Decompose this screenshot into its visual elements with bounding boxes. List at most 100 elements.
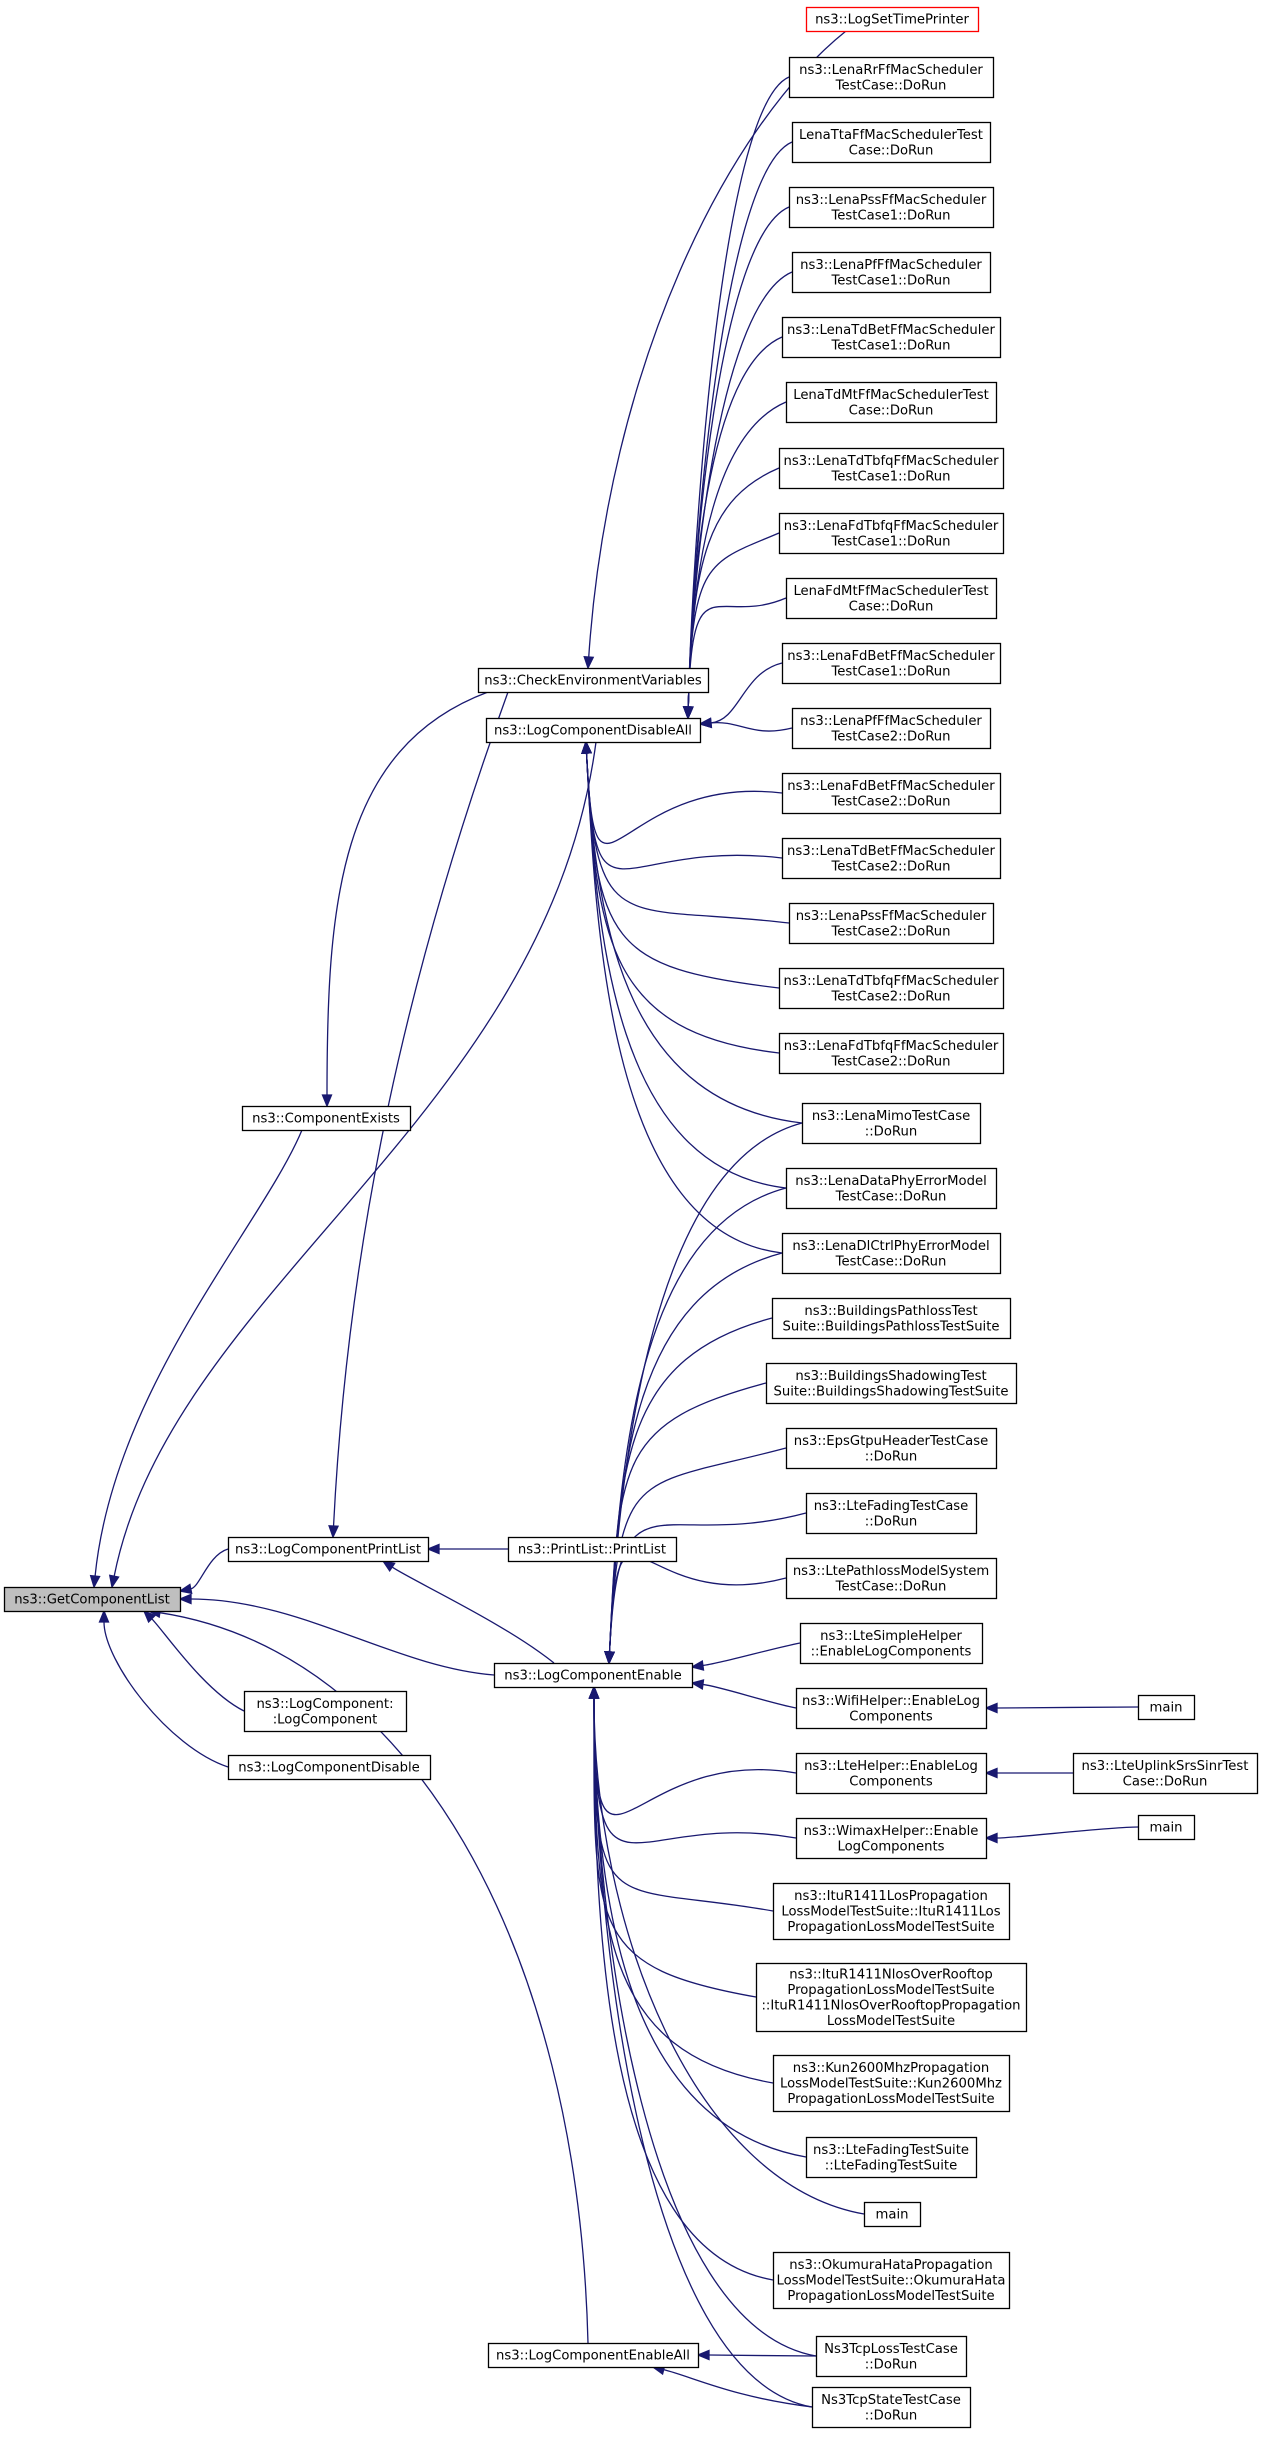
node-label-line: PropagationLossModelTestSuite [787,1983,994,1998]
node-box [781,837,1002,880]
node-label-line: LossModelTestSuite::Kun2600Mhz [780,2077,1002,2092]
node-lena-fd-bet-ff-mac-scheduler-test-case2-do-run[interactable]: ns3::LenaFdBetFfMacSchedulerTestCase2::D… [781,772,1002,815]
node-log-component-enable[interactable]: ns3::LogComponentEnable [493,1662,694,1689]
node-label-line: ns3::LtePathlossModelSystem [793,1564,989,1579]
node-lena-pss-ff-mac-scheduler-test-case1-do-run[interactable]: ns3::LenaPssFfMacSchedulerTestCase1::DoR… [788,186,995,229]
edge-lcpl-to-gcl [178,1548,229,1595]
node-lena-td-bet-ff-mac-scheduler-test-case2-do-run[interactable]: ns3::LenaTdBetFfMacSchedulerTestCase2::D… [781,837,1002,880]
node-label-line: ns3::LogComponentPrintList [235,1543,421,1558]
arrowhead [178,1583,193,1595]
node-log-component-enable-all[interactable]: ns3::LogComponentEnableAll [487,2342,700,2369]
node-itu-r1411-los-propagation-loss-model-test-suite-itu-r1411-los-propagation-loss-model-test-suite[interactable]: ns3::ItuR1411LosPropagationLossModelTest… [772,1882,1011,1941]
node-wifi-helper-enable-log-components[interactable]: ns3::WifiHelper::EnableLogComponents [795,1687,988,1730]
node-label-line: TestCase::DoRun [835,1189,947,1204]
edge-curve [585,752,803,1124]
node-lena-pf-ff-mac-scheduler-test-case1-do-run[interactable]: ns3::LenaPfFfMacSchedulerTestCase1::DoRu… [791,251,992,294]
edge-n21-to-lce [604,1382,767,1665]
node-itu-r1411-nlos-over-rooftop-propagation-loss-model-test-suite-itu-r1411-nlos-over-rooftop-propagation-loss-model-test-suite[interactable]: ns3::ItuR1411NlosOverRooftopPropagationL… [755,1962,1028,2033]
node-wimax-helper-enable-log-components[interactable]: ns3::WimaxHelper::EnableLogComponents [795,1817,988,1860]
node-label-line: ns3::LenaFdTbfqFfMacScheduler [784,519,999,534]
node-lena-pf-ff-mac-scheduler-test-case2-do-run[interactable]: ns3::LenaPfFfMacSchedulerTestCase2::DoRu… [791,707,992,750]
node-label-line: ns3::ItuR1411NlosOverRooftop [789,1967,993,1982]
node-log-component-disable[interactable]: ns3::LogComponentDisable [227,1754,432,1781]
node-lte-fading-test-case-do-run[interactable]: ns3::LteFadingTestCase::DoRun [805,1492,978,1535]
node-lte-helper-enable-log-components[interactable]: ns3::LteHelper::EnableLogComponents [795,1752,988,1795]
node-lena-td-tbfq-ff-mac-scheduler-test-case1-do-run[interactable]: ns3::LenaTdTbfqFfMacSchedulerTestCase1::… [778,447,1005,490]
node-box [811,2386,972,2429]
node-label-line: TestCase1::DoRun [830,273,950,288]
node-box [771,1297,1012,1340]
edge-curve [391,1566,555,1664]
node-label-line: TestCase::DoRun [835,1579,947,1594]
node-box [487,2342,700,2369]
node-label-line: ns3::OkumuraHataPropagation [789,2258,993,2273]
node-lena-pss-ff-mac-scheduler-test-case2-do-run[interactable]: ns3::LenaPssFfMacSchedulerTestCase2::DoR… [788,902,995,945]
node-label-line: Components [849,1709,933,1724]
node-box [241,1105,412,1132]
node-label-line: Ns3TcpStateTestCase [821,2393,961,2408]
node-log-component-log-component[interactable]: ns3::LogComponent::LogComponent [243,1690,408,1733]
node-ns3-tcp-state-test-case-do-run[interactable]: Ns3TcpStateTestCase::DoRun [811,2386,972,2429]
node-buildings-shadowing-test-suite-buildings-shadowing-test-suite[interactable]: ns3::BuildingsShadowingTestSuite::Buildi… [765,1362,1018,1405]
node-label-line: ns3::LogSetTimePrinter [815,13,969,28]
arrowhead [984,1702,998,1714]
node-box [1072,1752,1259,1795]
edge-curve [710,721,793,732]
node-label-line: ns3::LenaPfFfMacScheduler [800,258,982,273]
node-main[interactable]: main [1137,1694,1196,1721]
node-label-line: TestCase2::DoRun [830,859,950,874]
edge-curve [608,1252,783,1653]
node-lena-td-tbfq-ff-mac-scheduler-test-case2-do-run[interactable]: ns3::LenaTdTbfqFfMacSchedulerTestCase2::… [778,967,1005,1010]
node-eps-gtpu-header-test-case-do-run[interactable]: ns3::EpsGtpuHeaderTestCase::DoRun [785,1427,998,1470]
node-component-exists[interactable]: ns3::ComponentExists [241,1105,412,1132]
node-log-component-print-list[interactable]: ns3::LogComponentPrintList [227,1536,430,1563]
node-lena-data-phy-error-model-test-case-do-run[interactable]: ns3::LenaDataPhyErrorModelTestCase::DoRu… [785,1167,998,1210]
node-label-line: ns3::CheckEnvironmentVariables [484,674,702,689]
node-box [781,642,1002,685]
node-main[interactable]: main [1137,1814,1196,1841]
node-label-line: ns3::LenaTdBetFfMacScheduler [787,323,995,338]
node-box [801,1102,982,1145]
node-lena-fd-tbfq-ff-mac-scheduler-test-case1-do-run[interactable]: ns3::LenaFdTbfqFfMacSchedulerTestCase1::… [778,512,1005,555]
node-box [795,1817,988,1860]
node-check-environment-variables[interactable]: ns3::CheckEnvironmentVariables [477,667,710,694]
node-lena-fd-bet-ff-mac-scheduler-test-case1-do-run[interactable]: ns3::LenaFdBetFfMacSchedulerTestCase1::D… [781,642,1002,685]
node-label-line: ns3::BuildingsShadowingTest [795,1369,986,1384]
edge-n20-to-lce [604,1317,773,1665]
edge-curve [332,691,509,1527]
node-ns3-tcp-loss-test-case-do-run[interactable]: Ns3TcpLossTestCase::DoRun [815,2335,968,2378]
node-lena-td-bet-ff-mac-scheduler-test-case1-do-run[interactable]: ns3::LenaTdBetFfMacSchedulerTestCase1::D… [781,316,1002,359]
node-kun2600-mhz-propagation-loss-model-test-suite-kun2600-mhz-propagation-loss-model-test-suite[interactable]: ns3::Kun2600MhzPropagationLossModelTestS… [772,2054,1011,2113]
edge-curve [702,1642,801,1667]
node-box [788,56,995,99]
node-label-line: Case::DoRun [849,403,934,418]
node-lte-pathloss-model-system-test-case-do-run[interactable]: ns3::LtePathlossModelSystemTestCase::DoR… [785,1557,998,1600]
node-label-line: PropagationLossModelTestSuite [787,2092,994,2107]
edge-n28-to-lce [588,1685,797,1844]
node-log-set-time-printer[interactable]: ns3::LogSetTimePrinter [805,6,980,33]
node-buildings-pathloss-test-suite-buildings-pathloss-test-suite[interactable]: ns3::BuildingsPathlossTestSuite::Buildin… [771,1297,1012,1340]
node-print-list-print-list[interactable]: ns3::PrintList::PrintList [507,1536,678,1563]
node-log-component-disable-all[interactable]: ns3::LogComponentDisableAll [485,717,702,744]
node-box [755,1962,1028,2033]
node-lena-fd-tbfq-ff-mac-scheduler-test-case2-do-run[interactable]: ns3::LenaFdTbfqFfMacSchedulerTestCase2::… [778,1032,1005,1075]
node-label-line: Case::DoRun [849,599,934,614]
node-okumura-hata-propagation-loss-model-test-suite-okumura-hata-propagation-loss-model-test-suite[interactable]: ns3::OkumuraHataPropagationLossModelTest… [772,2251,1011,2310]
node-main[interactable]: main [863,2201,922,2228]
node-lte-simple-helper-enable-log-components[interactable]: ns3::LteSimpleHelper::EnableLogComponent… [799,1622,984,1665]
edge-curve [687,206,790,708]
node-lena-mimo-test-case-do-run[interactable]: ns3::LenaMimoTestCase::DoRun [801,1102,982,1145]
edge-curve [585,752,783,1254]
arrowhead [328,1525,340,1539]
edge-curve [113,741,597,1577]
edge-m2-to-n27 [984,1767,1074,1779]
node-label-line: ns3::Kun2600MhzPropagation [793,2061,990,2076]
node-lte-fading-test-suite-lte-fading-test-suite[interactable]: ns3::LteFadingTestSuite::LteFadingTestSu… [805,2136,978,2179]
edge-n27-to-lce [588,1685,797,1816]
node-lena-dl-ctrl-phy-error-model-test-case-do-run[interactable]: ns3::LenaDlCtrlPhyErrorModelTestCase::Do… [781,1232,1002,1275]
